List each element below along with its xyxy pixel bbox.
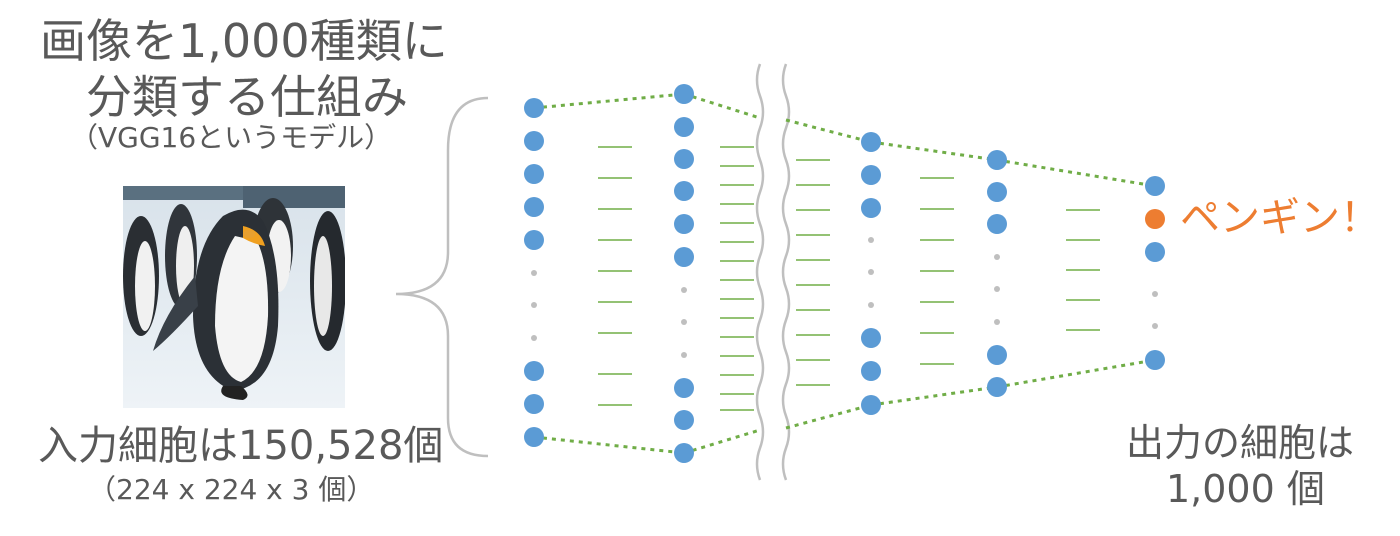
title-line-1: 画像を1,000種類に [40,14,448,68]
connector-line [996,158,1156,188]
input-count-label: 入力細胞は150,528個 [38,423,444,469]
node [1145,242,1165,262]
node [524,427,544,447]
ellipsis-dots [868,237,874,308]
penguin-photo-icon [123,186,345,408]
node [674,149,694,169]
input-dims-label: （224 x 224 x 3 個） [88,473,375,506]
node [674,117,694,137]
layer-output [1145,176,1165,370]
wavy-break-icon [755,63,765,481]
highlight-node [1145,209,1165,229]
node [674,443,694,463]
node [524,164,544,184]
node [987,182,1007,202]
node [861,198,881,218]
model-note: （VGG16というモデル） [70,121,393,154]
node [674,214,694,234]
layer-hidden-2 [861,132,881,415]
connector-line [683,428,761,455]
node [861,361,881,381]
node [861,328,881,348]
node [987,150,1007,170]
ellipsis-dots [994,254,1000,325]
node [987,377,1007,397]
connection-marks [1066,209,1100,331]
ellipsis-dots [531,270,537,341]
node [524,131,544,151]
layer-hidden-1 [674,84,694,463]
node [674,378,694,398]
output-count-line-1: 出力の細胞は [1126,421,1355,465]
node [987,214,1007,234]
node [861,165,881,185]
layer-hidden-3 [987,150,1007,397]
node [524,197,544,217]
node [674,410,694,430]
connection-marks [920,177,954,365]
node [524,230,544,250]
connector-line [870,140,998,162]
title-line-2: 分類する仕組み [86,70,408,124]
result-label: ペンギン！ [1180,195,1380,241]
node [861,132,881,152]
node [674,181,694,201]
node [987,345,1007,365]
layer-input [524,98,544,447]
node [674,84,694,104]
connector-line [533,435,685,455]
connector-line [785,403,872,430]
ellipsis-dots [1152,291,1158,329]
node [861,395,881,415]
output-count-line-2: 1,000 個 [1166,467,1325,511]
curly-brace-icon [395,96,489,458]
connection-marks [796,159,830,386]
wavy-break-icon [781,63,791,481]
node [524,98,544,118]
connector-line [996,358,1156,389]
connector-line [683,92,761,120]
node [1145,176,1165,196]
connection-marks [598,146,632,406]
connector-line [533,92,685,110]
node [1145,350,1165,370]
ellipsis-dots [681,287,687,358]
node [674,247,694,267]
node [524,361,544,381]
node [524,394,544,414]
connection-marks [720,146,754,411]
connector-line [870,385,998,407]
connector-line [785,118,872,144]
